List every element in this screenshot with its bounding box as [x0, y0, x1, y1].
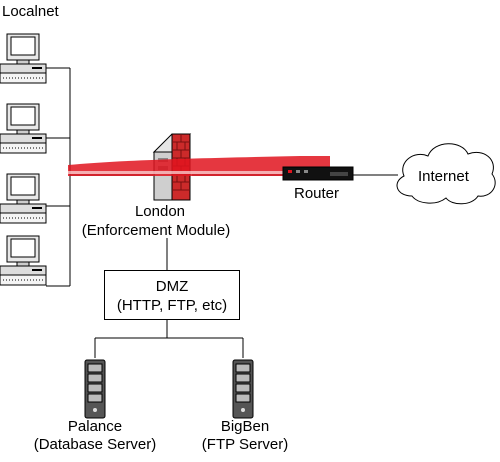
pc-icon [0, 33, 47, 84]
pc-icon [0, 235, 47, 286]
router-icon [282, 166, 354, 181]
bigben-name-label: BigBen [220, 418, 270, 435]
palance-role-label: (Database Server) [33, 436, 157, 453]
pc-icon [0, 103, 47, 154]
dmz-name-label: DMZ [155, 278, 189, 295]
bigben-role-label: (FTP Server) [201, 436, 289, 453]
london-name-label: London [134, 203, 186, 220]
london-role-label: (Enforcement Module) [81, 222, 231, 239]
palance-name-label: Palance [67, 418, 123, 435]
dmz-box [104, 270, 240, 320]
server-icon [84, 359, 106, 419]
router-label: Router [294, 185, 340, 202]
server-icon [232, 359, 254, 419]
localnet-label: Localnet [2, 3, 59, 20]
cloud-icon [396, 143, 496, 205]
watermark-band [68, 156, 330, 176]
pc-icon [0, 173, 47, 224]
internet-label: Internet [418, 168, 469, 185]
dmz-services-label: (HTTP, FTP, etc) [116, 297, 228, 314]
